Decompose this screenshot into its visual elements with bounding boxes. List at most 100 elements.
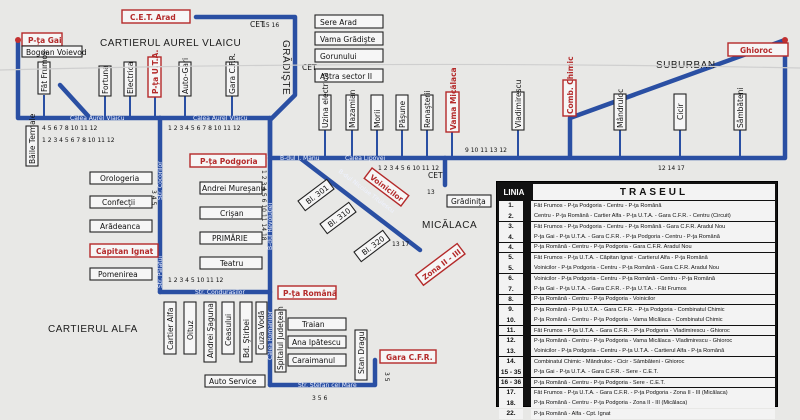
route-description: Voinicilor - P-ţa Podgoria - Centru - P-… <box>531 273 775 284</box>
stop-vladimirescu: Vladimirescu <box>514 79 523 128</box>
route-titulescu <box>297 155 423 253</box>
nums-vladimirescu: 9 10 11 13 12 <box>465 147 507 154</box>
road-lipovei: Calea Lipovei <box>345 155 386 162</box>
stop-ipatescu-box <box>287 335 347 349</box>
stop-nums-cet-arad: 15 16 <box>262 22 279 29</box>
route-number: 16 - 36 <box>499 377 523 388</box>
stops-top: C.E.T. Arad CET 15 16 Sere Arad Vama Gră… <box>15 9 788 167</box>
stop-bl320-box <box>353 229 391 263</box>
stop-pta-romana: P-ţa Română <box>283 289 337 298</box>
stop-cartier-alfa: Cartier Alfa <box>166 308 175 350</box>
stop-oituz-box <box>183 301 197 355</box>
table-row: 13.Voinicilor - P-ţa Podgoria - Centru -… <box>499 346 775 357</box>
stop-cartier-alfa-box <box>163 301 177 355</box>
stop-stirbei-box <box>239 301 253 363</box>
route-number: 4. <box>499 232 523 242</box>
stop-fat-frumos: Făt Frumos <box>40 51 49 92</box>
route-number: 15 - 35 <box>499 367 523 378</box>
route-suburban <box>442 37 788 188</box>
table-row: 4. P-ţa Gai - P-ţa U.T.A. - Gara C.F.R. -… <box>499 232 775 242</box>
stop-pomenirea-box <box>89 267 153 281</box>
stop-number-rows: 4 5 6 7 8 10 11 12 1 2 3 4 5 6 7 8 10 11… <box>42 125 685 402</box>
stop-pta-uta: P-ţa U.T.A. <box>151 50 160 94</box>
nums-stan: 3 5 <box>383 372 390 382</box>
stop-crisan: Crişan <box>220 209 244 218</box>
table-row: 5.Voinicilor - P-ţa Podgoria - Centru - … <box>499 263 775 274</box>
table-row: 22. P-ţa Română - Alfa - Cpt. Ignat <box>499 408 775 419</box>
nums-lipovei: 1 2 3 4 5 6 10 11 12 <box>378 165 439 172</box>
nums-romana: 1 2 3 4 5 10 11 12 <box>168 277 224 284</box>
route-description: P-ţa Română - Centru - P-ţa Podgoria - V… <box>531 294 775 305</box>
stop-vama-micalaca: Vama Micălaca <box>449 67 458 130</box>
stop-ticks <box>43 95 741 158</box>
route-number: 22. <box>499 408 523 419</box>
stop-electrica-box <box>123 61 137 97</box>
stop-pta-romana-box <box>277 285 337 300</box>
stop-cet-arad-box <box>121 9 191 24</box>
stop-saguna-box <box>203 301 217 363</box>
stop-gradinita-box <box>446 194 492 208</box>
stop-capitan-box <box>89 243 159 258</box>
route-table: LINIA TRASEUL 1.Făt Frumos - P-ţa Podgor… <box>496 181 778 419</box>
stop-muresanu-box <box>199 181 263 195</box>
route-gai-spur <box>57 82 93 121</box>
route-description: Voinicilor - P-ţa Podgoria - Centru - P-… <box>531 346 775 357</box>
stop-cet-1: CET <box>250 20 265 29</box>
route-table-header: LINIA TRASEUL <box>499 184 775 200</box>
route-description: Făt Frumos - P-ţa U.T.A. - Căpitan Ignat… <box>531 252 775 263</box>
table-row: 7.P-ţa Gai - P-ţa U.T.A. - Gara C.F.R. -… <box>499 284 775 294</box>
stop-baile-box <box>25 125 39 167</box>
road-romanilor: Calea Romanilor <box>267 310 274 360</box>
nums-aurel-b: 1 2 3 4 5 6 7 8 10 11 12 <box>168 125 241 132</box>
stop-pta-gai: P-ţa Gai <box>28 36 62 45</box>
stop-sambateni: Sâmbăteni <box>736 88 745 128</box>
route-description: P-ţa Română - Centru - P-ţa Podgoria - V… <box>531 315 775 326</box>
route-description: P-ţa Gai - P-ţa U.T.A. - Gara C.F.R. - S… <box>531 367 775 378</box>
stop-auto-service: Auto Service <box>209 377 257 386</box>
terminus-dot-gai <box>15 37 21 43</box>
stop-gara-cfr-box <box>379 349 437 364</box>
route-number: 4. <box>499 242 523 253</box>
stop-electrica: Electrica <box>126 62 135 94</box>
route-description: P-ţa Română - P-ţa U.T.A. - Gara C.F.R. … <box>531 304 775 315</box>
route-number: 11. <box>499 325 523 336</box>
stop-muresanu: Andrei Mureşanu <box>202 184 266 193</box>
stop-sere-arad: Sere Arad <box>320 18 357 27</box>
stop-crisan-box <box>199 206 263 220</box>
stop-ghioroc: Ghioroc <box>740 46 773 55</box>
stop-astra: Astra sector II <box>320 72 372 81</box>
stop-traian-box <box>287 317 347 331</box>
stop-cet-2: CET <box>302 63 317 72</box>
nums-aurel-a: 1 2 3 4 5 6 7 8 10 11 12 <box>42 137 115 144</box>
table-row: 4.P-ţa Română - Centru - P-ţa Podgoria -… <box>499 242 775 253</box>
nums-zone: 13 17 <box>392 241 409 248</box>
area-aurel-vlaicu: CARTIERUL AUREL VLAICU <box>100 38 241 49</box>
stop-orologeria: Orologeria <box>100 174 139 183</box>
nums-podgoria: 1 2 3 4 5 6 10 11 14 18 <box>260 170 267 241</box>
table-row: 5.Făt Frumos - P-ţa U.T.A. - Căpitan Ign… <box>499 252 775 263</box>
header-title: TRASEUL <box>533 184 775 200</box>
stop-cet-3: CET <box>428 171 443 180</box>
road-revolutiei: B-dul Revoluţiei <box>267 203 274 250</box>
route-number: 2. <box>499 211 523 222</box>
table-row: 18.P-ţa Română - Centru - P-ţa Podgoria … <box>499 398 775 409</box>
stop-caraimanul-box <box>287 353 347 367</box>
route-description: P-ţa Română - Alfa - Cpt. Ignat <box>531 408 775 419</box>
stop-teatru-box <box>199 256 263 270</box>
stop-aradeanca: Arădeanca <box>100 222 140 231</box>
stop-vladimirescu-box <box>511 91 525 131</box>
stop-aradeanca-box <box>89 219 153 233</box>
table-row: 1.Făt Frumos - P-ţa Podgoria - Centru - … <box>499 201 775 211</box>
table-row: 17.Făt Frumos - P-ţa U.T.A. - Gara C.F.R… <box>499 388 775 398</box>
route-number: 18. <box>499 398 523 409</box>
stop-vama-gradiste-box <box>314 31 384 46</box>
stops-lipovei: Uzina electrică Mazamian Morii Păşune Re… <box>318 42 789 133</box>
stop-zona-box <box>414 242 466 287</box>
stop-renasterii: Renaşterii <box>423 90 432 128</box>
stop-uzina: Uzina electrică <box>321 72 330 128</box>
stop-pasune-box <box>395 94 409 131</box>
route-number: 6. <box>499 273 523 284</box>
stop-confectii-box <box>89 195 153 209</box>
route-description: P-ţa Gai - P-ţa U.T.A. - Gara C.F.R. - P… <box>531 232 775 242</box>
